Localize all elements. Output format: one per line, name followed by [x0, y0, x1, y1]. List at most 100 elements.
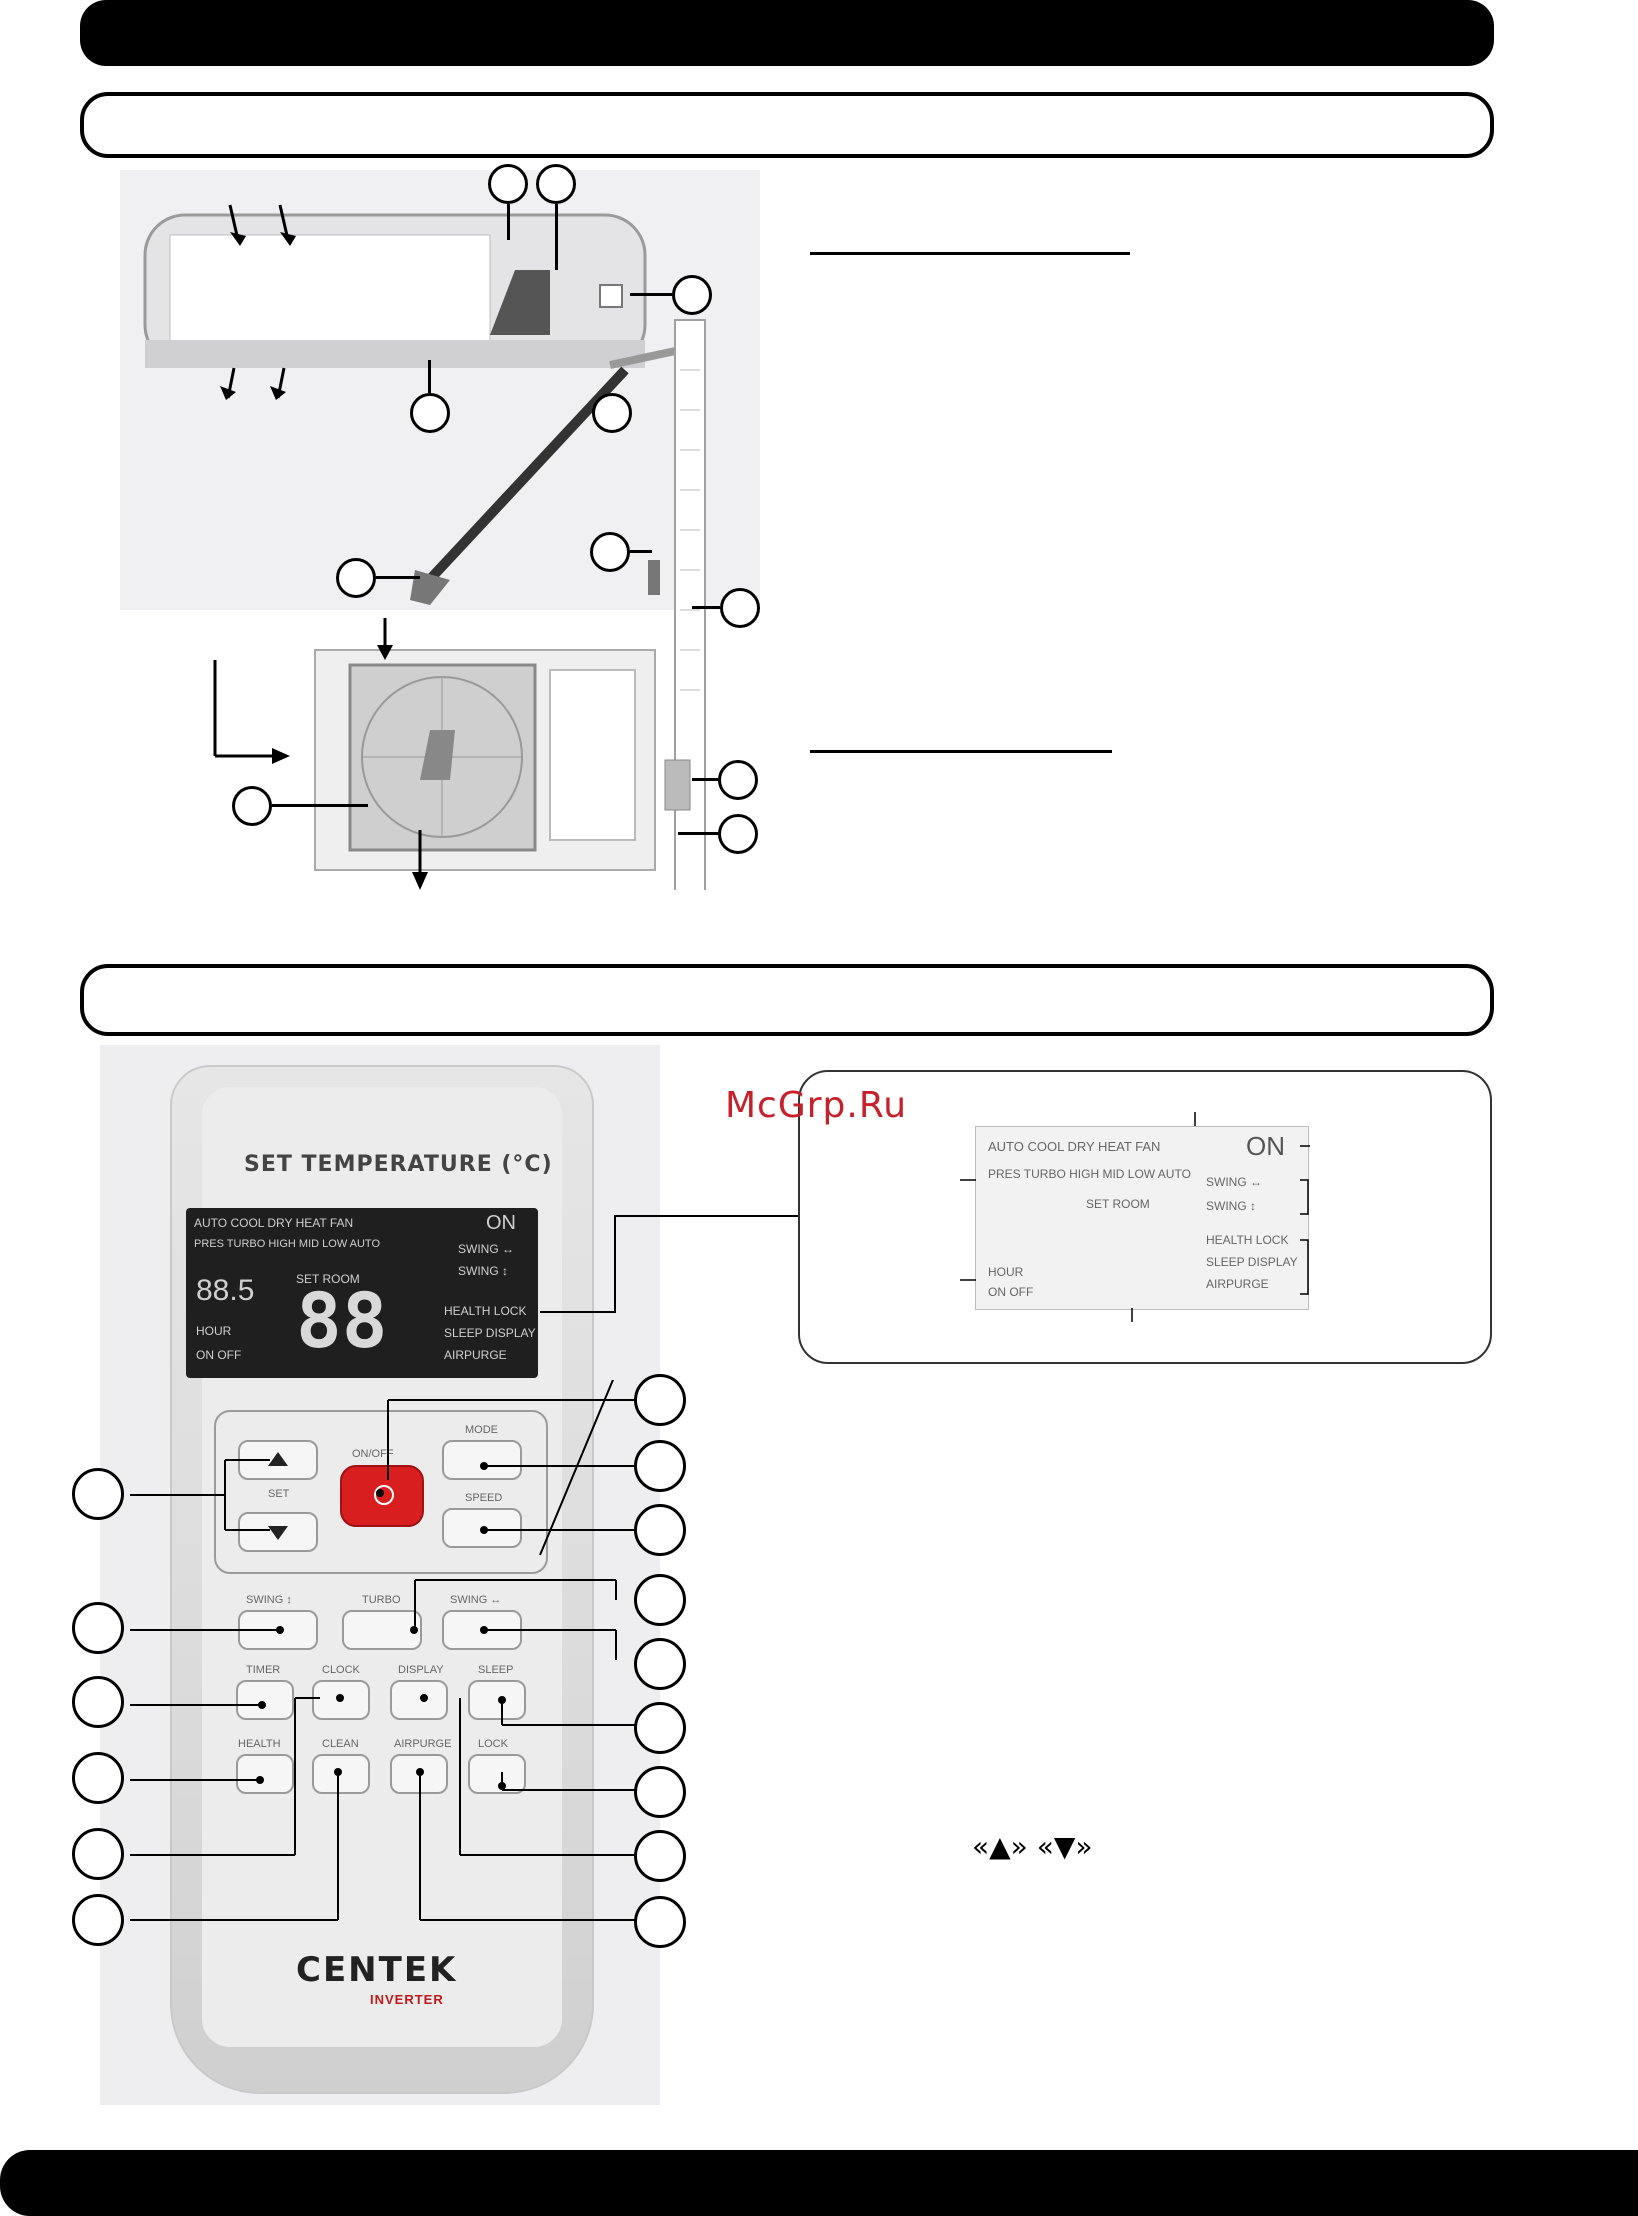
- button-marker-dot: [410, 1626, 418, 1634]
- leader-line: [272, 804, 368, 807]
- button-marker-dot: [420, 1694, 428, 1702]
- callout-marker: [72, 1676, 124, 1728]
- swing-ud-label: SWING ↔: [450, 1594, 502, 1606]
- button-marker-dot: [336, 1694, 344, 1702]
- callout-marker: [72, 1752, 124, 1804]
- leader-line: [630, 293, 672, 296]
- display-label: DISPLAY: [398, 1664, 444, 1676]
- callout-marker: [72, 1828, 124, 1880]
- mini-lcd-swing1: SWING ↔: [1206, 1175, 1262, 1189]
- swing-lr-label: SWING ↕: [246, 1594, 292, 1606]
- callout-marker: [634, 1638, 686, 1690]
- lcd-health: HEALTH LOCK: [444, 1304, 527, 1318]
- set-temperature-label: SET TEMPERATURE (°C): [244, 1152, 553, 1177]
- button-marker-dot: [480, 1526, 488, 1534]
- callout-marker: [634, 1830, 686, 1882]
- on-off-label: ON/OFF: [352, 1448, 394, 1460]
- callout-marker: [634, 1374, 686, 1426]
- callout-marker: [634, 1440, 686, 1492]
- bottom-footer-bar: [0, 2150, 1638, 2216]
- button-marker-dot: [276, 1626, 284, 1634]
- callout-marker: [592, 393, 632, 433]
- button-marker-dot: [376, 1489, 384, 1497]
- button-marker-dot: [256, 1776, 264, 1784]
- leader-line: [692, 778, 718, 781]
- turbo-label: TURBO: [362, 1594, 401, 1606]
- mini-lcd-on: ON: [1246, 1131, 1285, 1161]
- top-header-bar: [80, 0, 1494, 66]
- remote-lcd-display: AUTO COOL DRY HEAT FAN ON PRES TURBO HIG…: [186, 1208, 538, 1378]
- callout-marker: [536, 164, 576, 204]
- lcd-modes-row1: AUTO COOL DRY HEAT FAN: [194, 1216, 354, 1230]
- mini-lcd-row2: PRES TURBO HIGH MID LOW AUTO: [988, 1167, 1191, 1181]
- mini-lcd-swing2: SWING ↕: [1206, 1199, 1256, 1213]
- temperature-arrows-text: «▲» «▼»: [972, 1830, 1093, 1863]
- lcd-swing-ud: SWING ↕: [458, 1264, 508, 1278]
- mini-lcd-hour: HOUR: [988, 1265, 1024, 1279]
- mini-lcd-sleep: SLEEP DISPLAY: [1206, 1255, 1298, 1269]
- leader-line: [630, 550, 652, 553]
- lcd-connector-line: [540, 1215, 802, 1313]
- callout-marker: [720, 588, 760, 628]
- mini-lcd-health: HEALTH LOCK: [1206, 1233, 1289, 1247]
- timer-label: TIMER: [246, 1664, 281, 1676]
- lcd-swing-lr: SWING ↔: [458, 1242, 514, 1256]
- callout-marker: [718, 814, 758, 854]
- up-arrow-icon: [268, 1452, 288, 1466]
- callout-marker: [410, 393, 450, 433]
- speed-label: SPEED: [465, 1492, 503, 1504]
- lcd-detail-display: AUTO COOL DRY HEAT FAN ON PRES TURBO HIG…: [975, 1126, 1309, 1310]
- callout-marker: [72, 1894, 124, 1946]
- callout-marker: [488, 164, 528, 204]
- down-arrow-icon: [268, 1526, 288, 1540]
- mode-label: MODE: [465, 1424, 498, 1436]
- leader-line: [376, 576, 420, 579]
- timer-button[interactable]: [236, 1680, 294, 1720]
- callout-marker: [590, 532, 630, 572]
- lcd-on-indicator: ON: [486, 1212, 516, 1234]
- remote-main-control-panel: [214, 1410, 548, 1574]
- lock-label: LOCK: [478, 1738, 508, 1750]
- callout-marker: [634, 1896, 686, 1948]
- callout-marker: [718, 760, 758, 800]
- sleep-button[interactable]: [468, 1680, 526, 1720]
- brand-logo: CENTEK: [296, 1950, 458, 1990]
- airpurge-label: AIRPURGE: [394, 1738, 452, 1750]
- callout-marker: [72, 1602, 124, 1654]
- remote-callout-lines: [130, 1380, 640, 1921]
- health-button[interactable]: [236, 1754, 294, 1794]
- leader-line: [428, 360, 431, 393]
- health-label: HEALTH: [238, 1738, 281, 1750]
- mini-lcd-airpurge: AIRPURGE: [1206, 1277, 1269, 1291]
- clock-label: CLOCK: [322, 1664, 360, 1676]
- button-marker-dot: [480, 1626, 488, 1634]
- airflow-arrows: [213, 204, 428, 890]
- sleep-label: SLEEP: [478, 1664, 514, 1676]
- button-marker-dot: [416, 1768, 424, 1776]
- mini-lcd-set-room: SET ROOM: [1086, 1197, 1150, 1211]
- clean-label: CLEAN: [322, 1738, 359, 1750]
- callout-marker: [672, 275, 712, 315]
- leader-line: [692, 606, 720, 609]
- turbo-button[interactable]: [342, 1610, 422, 1650]
- leader-line: [507, 204, 510, 240]
- lcd-set-room: SET ROOM: [296, 1272, 360, 1286]
- section-header-box-1: [80, 92, 1494, 158]
- lock-button[interactable]: [468, 1754, 526, 1794]
- button-marker-dot: [334, 1768, 342, 1776]
- brand-subtitle: INVERTER: [370, 1992, 444, 2007]
- lcd-sleep: SLEEP DISPLAY: [444, 1326, 536, 1340]
- mode-button[interactable]: [442, 1440, 522, 1480]
- lcd-modes-row2: PRES TURBO HIGH MID LOW AUTO: [194, 1238, 381, 1250]
- lcd-detail-leader-lines: [960, 1112, 1310, 1322]
- mini-lcd-on-off: ON OFF: [988, 1285, 1034, 1299]
- display-button[interactable]: [390, 1680, 448, 1720]
- heading-underline: [810, 750, 1112, 753]
- callout-marker: [634, 1504, 686, 1556]
- lcd-on-off: ON OFF: [196, 1348, 242, 1362]
- power-icon: [374, 1485, 394, 1505]
- heading-underline: [810, 252, 1130, 255]
- callout-marker: [634, 1702, 686, 1754]
- callout-marker: [72, 1468, 124, 1520]
- leader-line: [555, 204, 558, 270]
